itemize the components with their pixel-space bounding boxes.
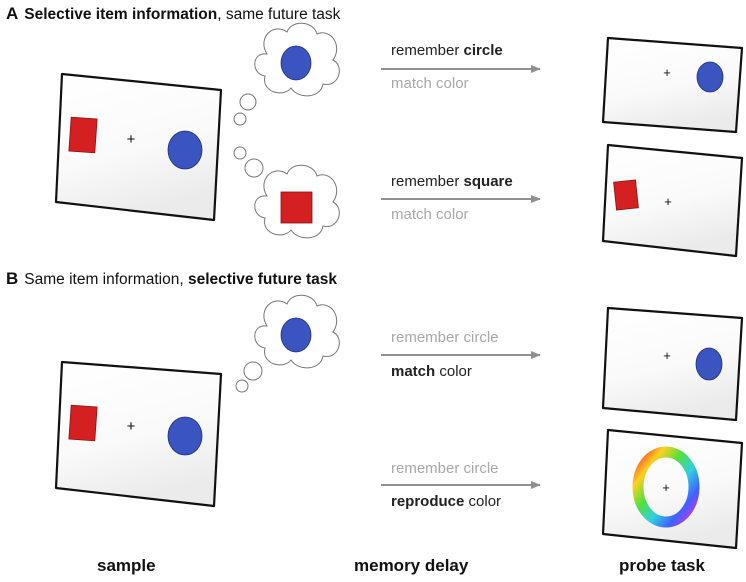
thought-bubble-small xyxy=(233,112,247,126)
probe-screen-a1: + xyxy=(601,36,744,134)
panel-a-title-rest: , same future task xyxy=(217,6,341,23)
probe-red-square xyxy=(613,179,639,211)
probe-screen-a2: + xyxy=(601,143,744,258)
panel-b-letter: B xyxy=(6,269,19,288)
instruction-b2-line2: reproduce color xyxy=(391,493,501,510)
instruction-emphasis: match xyxy=(391,363,436,380)
svg-text:+: + xyxy=(662,480,670,495)
instruction-b1-line2: match color xyxy=(391,363,472,380)
svg-text:+: + xyxy=(663,65,671,80)
thought-cloud-circle-b xyxy=(254,294,340,369)
sample-screen-a: + xyxy=(54,72,223,222)
panel-a-letter: A xyxy=(6,4,19,23)
thought-cloud-square-a xyxy=(254,164,340,239)
fixation-cross-a: + xyxy=(127,131,136,148)
instruction-emphasis: square xyxy=(463,173,513,190)
instruction-text: remember xyxy=(391,42,464,59)
red-square-a xyxy=(68,116,98,154)
panel-b-title-bold: selective future task xyxy=(187,271,338,288)
thought-bubble-small xyxy=(233,146,247,160)
footer-sample-label: sample xyxy=(97,556,156,575)
probe-screen-b2: + xyxy=(601,428,744,550)
instruction-a1-line2: match color xyxy=(391,75,469,92)
color-wheel-ring xyxy=(632,446,700,528)
probe-blue-circle xyxy=(695,347,723,381)
thought-bubble-medium xyxy=(244,158,264,178)
instruction-text: color xyxy=(464,493,502,510)
instruction-a1-line1: remember circle xyxy=(391,42,503,59)
red-square-b xyxy=(68,404,98,442)
panel-b-heading: B Same item information, selective future… xyxy=(6,269,337,289)
instruction-text: remember xyxy=(391,173,464,190)
sample-screen-b: + xyxy=(54,360,223,508)
panel-a-title-bold: Selective item information xyxy=(24,6,218,23)
svg-text:+: + xyxy=(664,194,672,209)
instruction-b1-line1: remember circle xyxy=(391,329,499,346)
thought-bubble-medium xyxy=(239,93,257,111)
blue-circle-a xyxy=(167,130,203,170)
instruction-b2-line1: remember circle xyxy=(391,460,499,477)
instruction-emphasis: reproduce xyxy=(391,493,465,510)
thought-bubble-small xyxy=(235,379,249,393)
instruction-emphasis: circle xyxy=(463,42,503,59)
instruction-text: color xyxy=(435,363,472,380)
blue-circle-b xyxy=(167,416,203,456)
footer-probe-label: probe task xyxy=(619,556,705,575)
footer-delay-label: memory delay xyxy=(354,556,469,575)
thought-cloud-circle-a xyxy=(254,22,340,97)
probe-blue-circle xyxy=(696,61,724,93)
instruction-a2-line1: remember square xyxy=(391,173,513,190)
panel-a-heading: A Selective item information, same future… xyxy=(6,4,340,24)
instruction-a2-line2: match color xyxy=(391,206,469,223)
fixation-cross-b: + xyxy=(127,418,136,435)
svg-text:+: + xyxy=(663,348,671,363)
probe-screen-b1: + xyxy=(601,306,744,422)
thought-bubble-medium xyxy=(243,361,263,381)
panel-b-title-rest: Same item information, xyxy=(24,271,188,288)
